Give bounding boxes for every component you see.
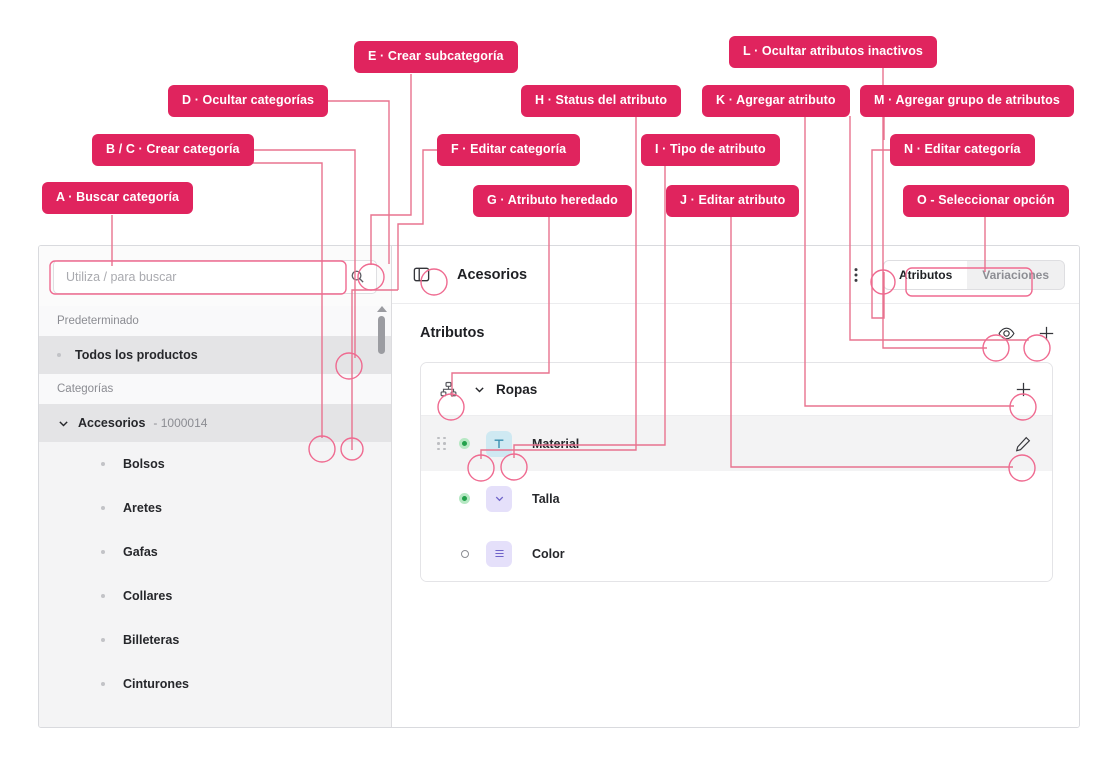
- attributes-heading: Atributos: [420, 325, 485, 341]
- table-row[interactable]: Color: [421, 526, 1052, 581]
- subcategory-label: Aretes: [123, 501, 162, 515]
- callout-n[interactable]: N · Editar categoría: [890, 134, 1035, 166]
- callout-i[interactable]: I · Tipo de atributo: [641, 134, 780, 166]
- chevron-down-icon[interactable]: [57, 417, 70, 430]
- chevron-down-icon[interactable]: [473, 383, 486, 396]
- sidebar-row-label: Accesorios: [78, 416, 146, 430]
- list-item[interactable]: Gafas: [39, 530, 391, 574]
- list-item[interactable]: Billeteras: [39, 618, 391, 662]
- callout-k[interactable]: K · Agregar atributo: [702, 85, 850, 117]
- callout-h[interactable]: H · Status del atributo: [521, 85, 682, 117]
- app-window: Predeterminado Todos los productos Categ…: [38, 245, 1080, 728]
- scroll-up-arrow-icon[interactable]: [376, 306, 387, 312]
- edit-attribute-pencil-icon[interactable]: [1012, 433, 1034, 455]
- drag-handle-icon[interactable]: [437, 436, 447, 451]
- sidebar-row-code: - 1000014: [153, 416, 208, 430]
- bullet-icon: [101, 462, 105, 466]
- attribute-status-dot[interactable]: [459, 438, 470, 449]
- attribute-type-select-icon[interactable]: [486, 485, 512, 512]
- subcategory-label: Collares: [123, 589, 173, 603]
- list-item[interactable]: Aretes: [39, 486, 391, 530]
- attribute-name: Material: [532, 436, 580, 451]
- callout-l[interactable]: L · Ocultar atributos inactivos: [729, 36, 937, 68]
- subcategory-label: Gafas: [123, 545, 158, 559]
- bullet-icon: [57, 353, 61, 357]
- attribute-name: Color: [532, 546, 565, 561]
- sidebar-row-todos-los-productos[interactable]: Todos los productos: [39, 336, 391, 374]
- bullet-icon: [101, 506, 105, 510]
- bullet-icon: [101, 550, 105, 554]
- attribute-name: Talla: [532, 491, 560, 506]
- attribute-group-name: Ropas: [496, 381, 538, 397]
- main-panel: Acesorios Atributos Variaciones Atributo…: [392, 246, 1079, 727]
- callout-a[interactable]: A · Buscar categoría: [42, 182, 194, 214]
- attribute-type-text-icon[interactable]: [486, 430, 512, 457]
- more-options-icon[interactable]: [847, 266, 865, 284]
- subcategory-label: Billeteras: [123, 633, 180, 647]
- sidebar-row-label: Todos los productos: [75, 348, 198, 362]
- list-item[interactable]: Cinturones: [39, 662, 391, 706]
- callout-m[interactable]: M · Agregar grupo de atributos: [860, 85, 1074, 117]
- callout-b-c[interactable]: B / C · Crear categoría: [92, 134, 254, 166]
- attribute-status-dot[interactable]: [460, 549, 469, 558]
- bullet-icon: [101, 594, 105, 598]
- attribute-status-dot[interactable]: [459, 493, 470, 504]
- callout-f[interactable]: F · Editar categoría: [437, 134, 581, 166]
- callout-j[interactable]: J · Editar atributo: [666, 185, 800, 217]
- list-item[interactable]: Collares: [39, 574, 391, 618]
- list-item[interactable]: Bolsos: [39, 442, 391, 486]
- callout-e[interactable]: E · Crear subcategoría: [354, 41, 518, 73]
- subcategory-label: Cinturones: [123, 677, 189, 691]
- section-header-predeterminado: Predeterminado: [39, 306, 391, 336]
- attribute-type-list-icon[interactable]: [486, 540, 512, 567]
- bullet-icon: [101, 682, 105, 686]
- section-header-categorias: Categorías: [39, 374, 391, 404]
- callout-o[interactable]: O - Seleccionar opción: [903, 185, 1069, 217]
- subcategory-label: Bolsos: [123, 457, 165, 471]
- callout-g[interactable]: G · Atributo heredado: [473, 185, 632, 217]
- page-title: Acesorios: [457, 266, 528, 283]
- callout-d[interactable]: D · Ocultar categorías: [168, 85, 329, 117]
- attribute-group-card: Ropas: [420, 362, 1053, 582]
- subcategory-list: Bolsos Aretes Gafas Collares Billeteras: [39, 442, 391, 706]
- bullet-icon: [101, 638, 105, 642]
- scrollbar-thumb[interactable]: [378, 316, 385, 354]
- sidebar-scrollbar[interactable]: [376, 306, 387, 376]
